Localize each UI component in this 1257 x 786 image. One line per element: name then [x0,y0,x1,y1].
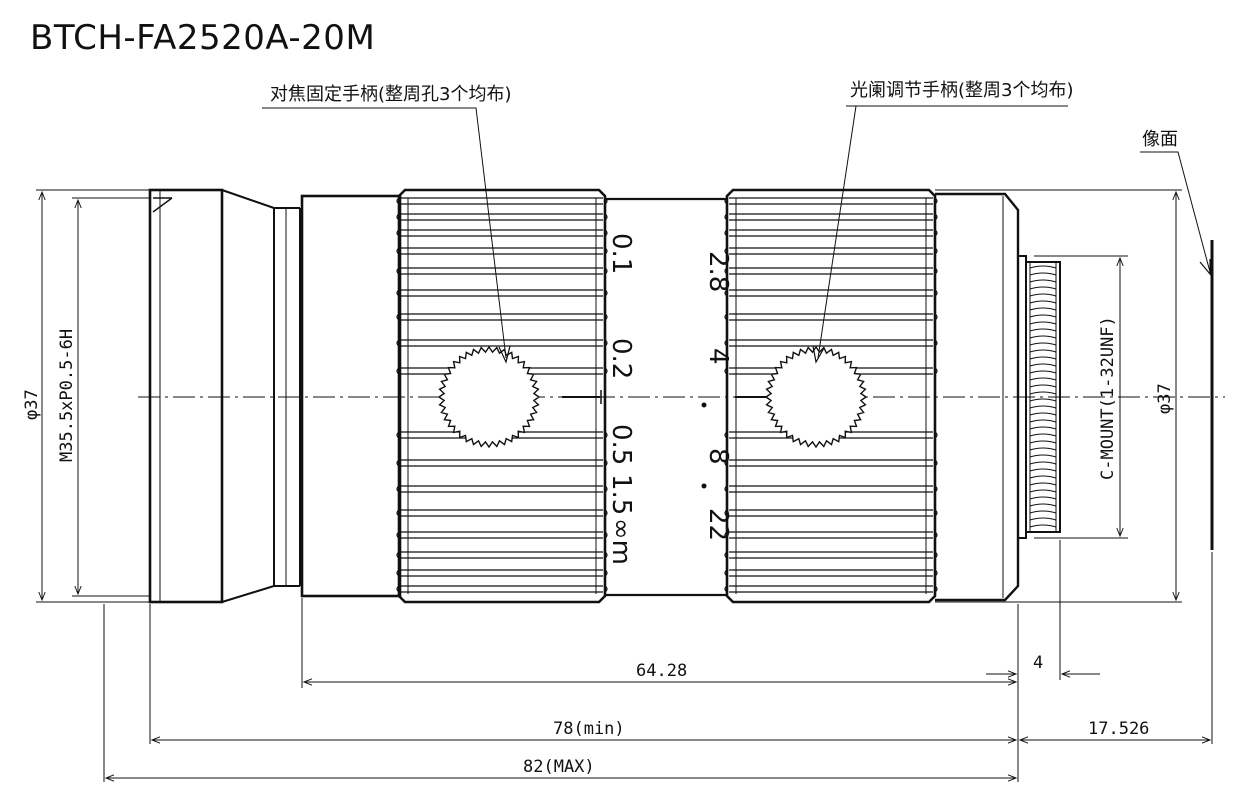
front-barrel [148,188,402,604]
focus-lock-knob [437,345,541,449]
focus-scale-1-5: 1.5 [606,474,636,515]
center-collar [562,197,770,597]
c-mount-thread [1025,261,1061,533]
aperture-scale-2-8: 2.8 [703,251,733,292]
focus-scale-0-2: 0.2 [606,338,636,379]
dim-64-28: 64.28 [636,661,687,681]
aperture-scale-8: 8 [703,448,733,465]
focus-grip-ring [396,188,608,604]
dim-17-526: 17.526 [1088,719,1149,739]
focus-scale-0-5: 0.5 [606,424,636,465]
callout-arrowheads [498,259,1211,364]
image-plane-callout: 像面 [1142,129,1178,150]
aperture-scale-4: 4 [703,348,733,365]
aperture-dot [701,402,707,408]
dim-phi37-left: φ37 [22,389,42,420]
dim-c-mount: C-MOUNT(1-32UNF) [1098,316,1118,480]
aperture-dot [701,483,707,489]
callout-leaders [262,105,1211,359]
dim-82-max: 82(MAX) [523,757,595,777]
iris-adjust-knob [764,345,868,449]
dim-78-min: 78(min) [553,719,625,739]
iris-handle-callout: 光阑调节手柄(整周3个均布) [850,80,1074,101]
focus-handle-callout: 对焦固定手柄(整周孔3个均布) [270,84,512,105]
dim-phi37-right: φ37 [1155,383,1175,414]
aperture-scale-22: 22 [703,508,733,541]
dim-m-thread: M35.5xP0.5-6H [57,329,77,462]
focus-scale-0-1: 0.1 [606,233,636,274]
dim-4: 4 [1033,653,1043,673]
vertical-dimension-lines [36,189,1182,603]
focus-scale-infinity: ∞m [606,518,636,565]
drawing-title: BTCH-FA2520A-20M [30,18,376,58]
horizontal-dimension-lines [103,540,1213,782]
